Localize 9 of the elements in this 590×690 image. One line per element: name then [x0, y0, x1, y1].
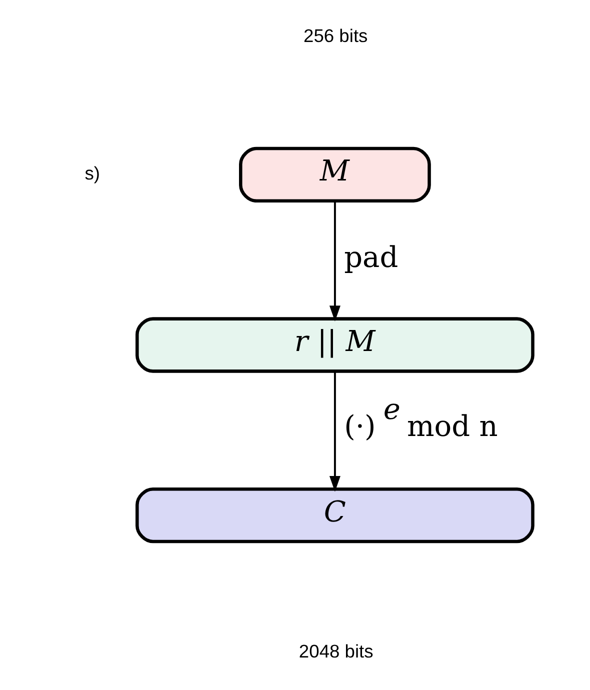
arrow	[329, 201, 340, 322]
label: s)	[84, 162, 100, 184]
arrow	[329, 371, 340, 492]
label: 256 bits	[304, 25, 368, 46]
node-box: M	[239, 146, 431, 203]
node-box: C	[136, 487, 534, 544]
edge-label: pad	[344, 240, 398, 274]
label: 2048 bits	[298, 640, 374, 662]
node-box: r || M	[136, 317, 534, 373]
